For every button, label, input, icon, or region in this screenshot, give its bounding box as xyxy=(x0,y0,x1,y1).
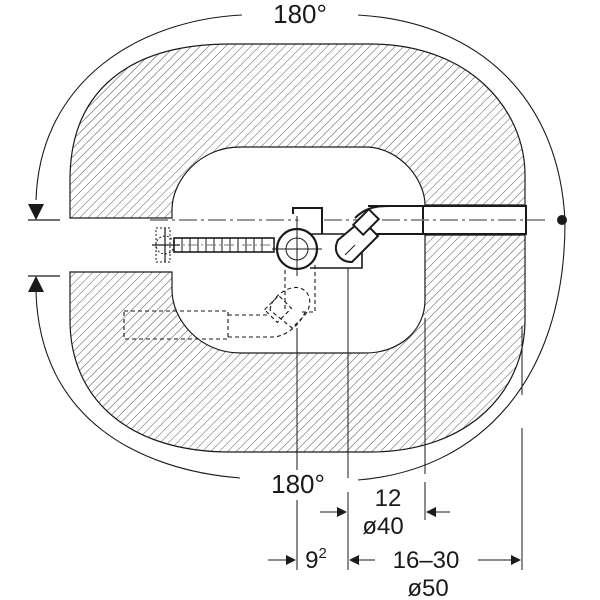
angle-top-label: 180° xyxy=(273,0,327,29)
threaded-rod xyxy=(170,237,280,253)
dim-12-label: 12 xyxy=(375,485,402,512)
pivot-point xyxy=(557,215,567,225)
alternate-position-dashed xyxy=(123,265,316,340)
angle-bottom-label: 180° xyxy=(271,469,325,499)
dim-dia50-label: ø50 xyxy=(407,575,448,600)
elbow-fitting xyxy=(334,207,381,264)
dim-dia40-label: ø40 xyxy=(362,513,403,540)
dim-range-label: 16–30 xyxy=(393,547,460,574)
dim-9-label: 92 xyxy=(305,545,327,574)
opening-markers xyxy=(28,204,60,292)
hatched-wall-region xyxy=(69,43,526,453)
rotation-arcs xyxy=(35,14,566,481)
dimension-arrows xyxy=(268,507,521,565)
extension-lines xyxy=(296,268,523,570)
